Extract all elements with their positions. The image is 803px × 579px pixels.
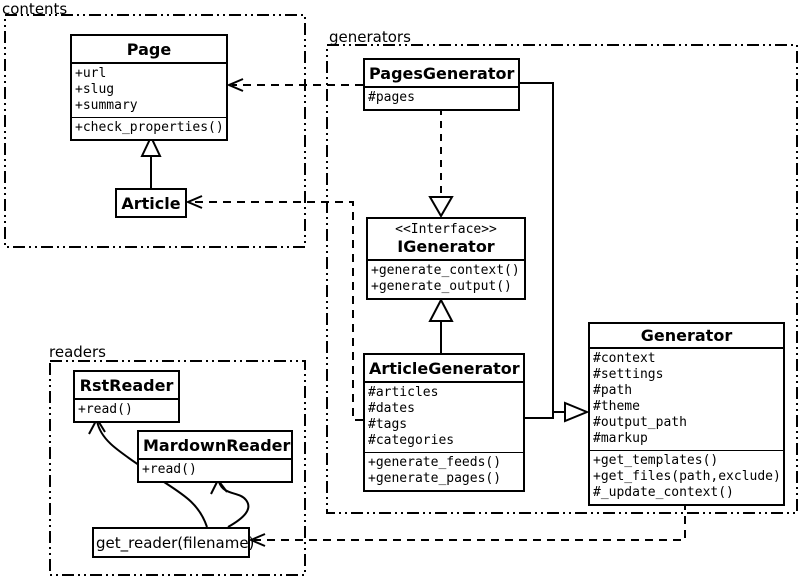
package-readers-label: readers xyxy=(49,343,106,361)
class-page-attributes: +url +slug +summary xyxy=(72,62,226,117)
class-pagesgenerator-title: PagesGenerator xyxy=(369,64,515,83)
method: +check_properties() xyxy=(75,120,224,135)
method: +read() xyxy=(78,402,133,417)
open-arrowhead-icon xyxy=(185,195,203,209)
package-generators-label: generators xyxy=(329,28,411,46)
class-articlegenerator: ArticleGenerator #articles #dates #tags … xyxy=(363,353,525,492)
class-mardownreader-title: MardownReader xyxy=(143,436,291,455)
method: +get_templates() xyxy=(593,453,719,468)
attribute: #categories xyxy=(368,433,455,448)
class-page-methods: +check_properties() xyxy=(72,117,226,139)
method: +read() xyxy=(142,462,197,477)
class-page-title: Page xyxy=(126,40,172,59)
articlegenerator-to-article-dependency xyxy=(185,195,363,421)
method: #_update_context() xyxy=(593,485,734,500)
class-mardownreader-methods: +read() xyxy=(139,458,291,481)
class-page: Page +url +slug +summary +check_properti… xyxy=(70,34,228,141)
generators-to-generator-generalization xyxy=(520,82,590,423)
package-contents-label: contents xyxy=(2,0,68,18)
function-get-reader: get_reader(filename) xyxy=(92,527,254,558)
class-articlegenerator-methods: +generate_feeds() +generate_pages() xyxy=(365,452,523,490)
getreader-to-mardownreader-arrow xyxy=(210,478,250,528)
class-rstreader: RstReader +read() xyxy=(73,370,180,423)
class-article-title: Article xyxy=(121,194,181,213)
pagesgenerator-to-page-dependency xyxy=(226,78,363,92)
attribute: #markup xyxy=(593,431,648,446)
attribute: #dates xyxy=(368,401,415,416)
method: +generate_pages() xyxy=(368,471,502,486)
open-arrowhead-icon xyxy=(226,78,244,92)
class-igenerator-stereotype: <<Interface>> xyxy=(395,222,497,237)
attribute: #settings xyxy=(593,367,664,382)
class-igenerator-name: IGenerator xyxy=(397,237,495,256)
attribute: #path xyxy=(593,383,633,398)
attribute: #articles xyxy=(368,385,439,400)
articlegenerator-to-igenerator-generalization xyxy=(428,297,454,353)
class-pagesgenerator: PagesGenerator #pages xyxy=(363,58,520,111)
open-arrowhead-icon xyxy=(248,533,266,547)
class-rstreader-title: RstReader xyxy=(79,376,174,395)
generator-to-getreader-dependency xyxy=(248,502,686,547)
method: +generate_feeds() xyxy=(368,455,502,470)
attribute: +url xyxy=(75,66,107,81)
class-generator-methods: +get_templates() +get_files(path,exclude… xyxy=(590,450,783,504)
attribute: #pages xyxy=(368,90,415,105)
attribute: #theme xyxy=(593,399,640,414)
attribute: #context xyxy=(593,351,656,366)
class-pagesgenerator-attributes: #pages xyxy=(365,86,518,109)
pagesgenerator-to-igenerator-realization xyxy=(428,108,454,218)
article-to-page-generalization xyxy=(140,134,162,188)
class-mardownreader: MardownReader +read() xyxy=(137,430,293,483)
class-generator-attributes: #context #settings #path #theme #output_… xyxy=(590,347,783,450)
method: +get_files(path,exclude) xyxy=(593,469,781,484)
attribute: #output_path xyxy=(593,415,687,430)
method: +generate_context() xyxy=(371,263,520,278)
class-generator: Generator #context #settings #path #them… xyxy=(588,322,785,506)
class-generator-title: Generator xyxy=(640,326,733,345)
method: +generate_output() xyxy=(371,279,512,294)
class-igenerator-title: <<Interface>> IGenerator xyxy=(368,219,524,259)
attribute: +summary xyxy=(75,98,138,113)
class-rstreader-methods: +read() xyxy=(75,398,178,421)
package-readers-border xyxy=(49,360,306,576)
class-articlegenerator-attributes: #articles #dates #tags #categories xyxy=(365,381,523,452)
class-articlegenerator-title: ArticleGenerator xyxy=(369,359,520,378)
class-article: Article xyxy=(115,188,187,218)
package-generators-border xyxy=(326,44,798,514)
package-contents-border xyxy=(4,14,306,248)
attribute: #tags xyxy=(368,417,408,432)
class-igenerator: <<Interface>> IGenerator +generate_conte… xyxy=(366,217,526,300)
attribute: +slug xyxy=(75,82,115,97)
class-igenerator-methods: +generate_context() +generate_output() xyxy=(368,259,524,298)
